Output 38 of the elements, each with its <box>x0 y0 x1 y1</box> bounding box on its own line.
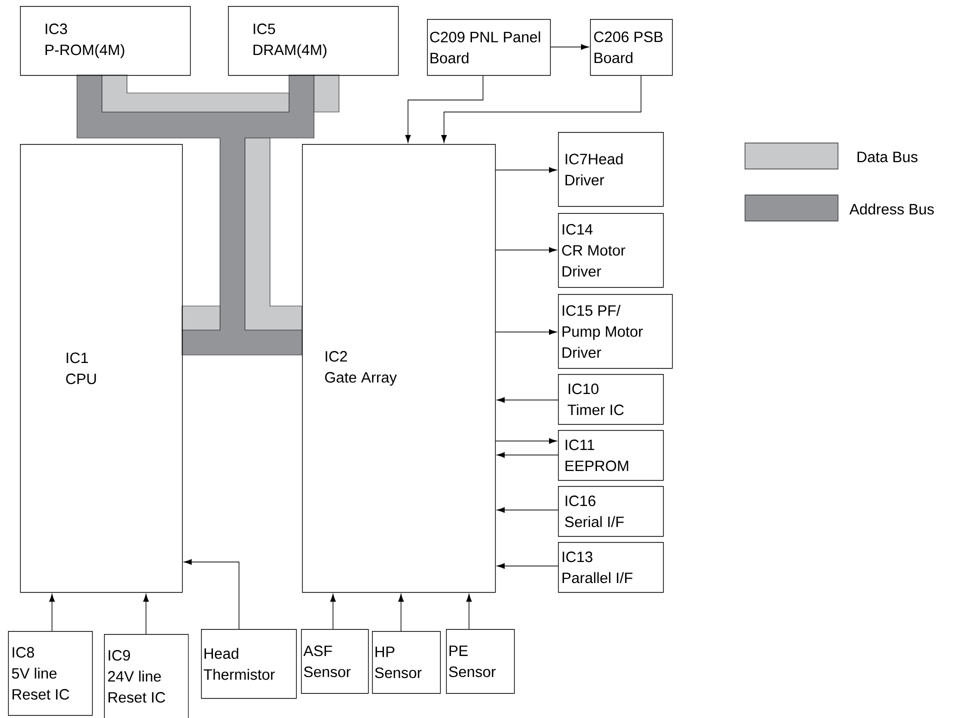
chip-box: Head Thermistor <box>201 629 297 699</box>
arrow <box>441 75 642 143</box>
arrow <box>495 329 557 335</box>
chip-box: PE Sensor <box>446 629 515 694</box>
arrow <box>143 594 149 634</box>
legend-label: Data Bus <box>858 152 918 162</box>
chip-box: IC10 Timer IC <box>558 374 664 425</box>
legend-label: Address Bus <box>849 204 934 214</box>
chip-box: IC15 PF/ Pump Motor Driver <box>558 294 673 369</box>
arrow <box>496 397 558 403</box>
chip-box: IC3 P-ROM(4M) <box>20 6 191 76</box>
chip-box: IC9 24V line Reset IC <box>104 634 189 718</box>
chip-box: IC5 DRAM(4M) <box>228 6 399 76</box>
arrow <box>495 247 557 253</box>
chip-box: IC13 Parallel I/F <box>558 542 664 593</box>
board-box: C209 PNL Panel Board <box>427 19 551 76</box>
arrow <box>405 75 484 143</box>
arrow <box>496 563 558 569</box>
chip-box: IC1 CPU <box>20 144 183 593</box>
chip-box: IC11 EEPROM <box>558 430 664 481</box>
board-box: C206 PSB Board <box>590 19 673 76</box>
chip-box: ASF Sensor <box>301 629 369 694</box>
chip-box: HP Sensor <box>372 631 441 694</box>
arrow <box>495 167 557 173</box>
chip-box: IC14 CR Motor Driver <box>558 213 664 288</box>
arrow <box>496 507 558 513</box>
chip-box: IC8 5V line Reset IC <box>8 631 93 716</box>
arrow <box>550 44 589 50</box>
arrow <box>496 452 558 458</box>
chip-box: IC7Head Driver <box>558 132 664 207</box>
chip-box: IC2 Gate Array <box>302 144 496 593</box>
arrow <box>330 594 336 630</box>
arrow <box>495 438 557 444</box>
chip-box: IC16 Serial I/F <box>558 486 664 537</box>
arrow <box>49 594 55 632</box>
arrow <box>398 594 404 632</box>
arrow <box>466 594 472 630</box>
arrow <box>184 559 240 630</box>
